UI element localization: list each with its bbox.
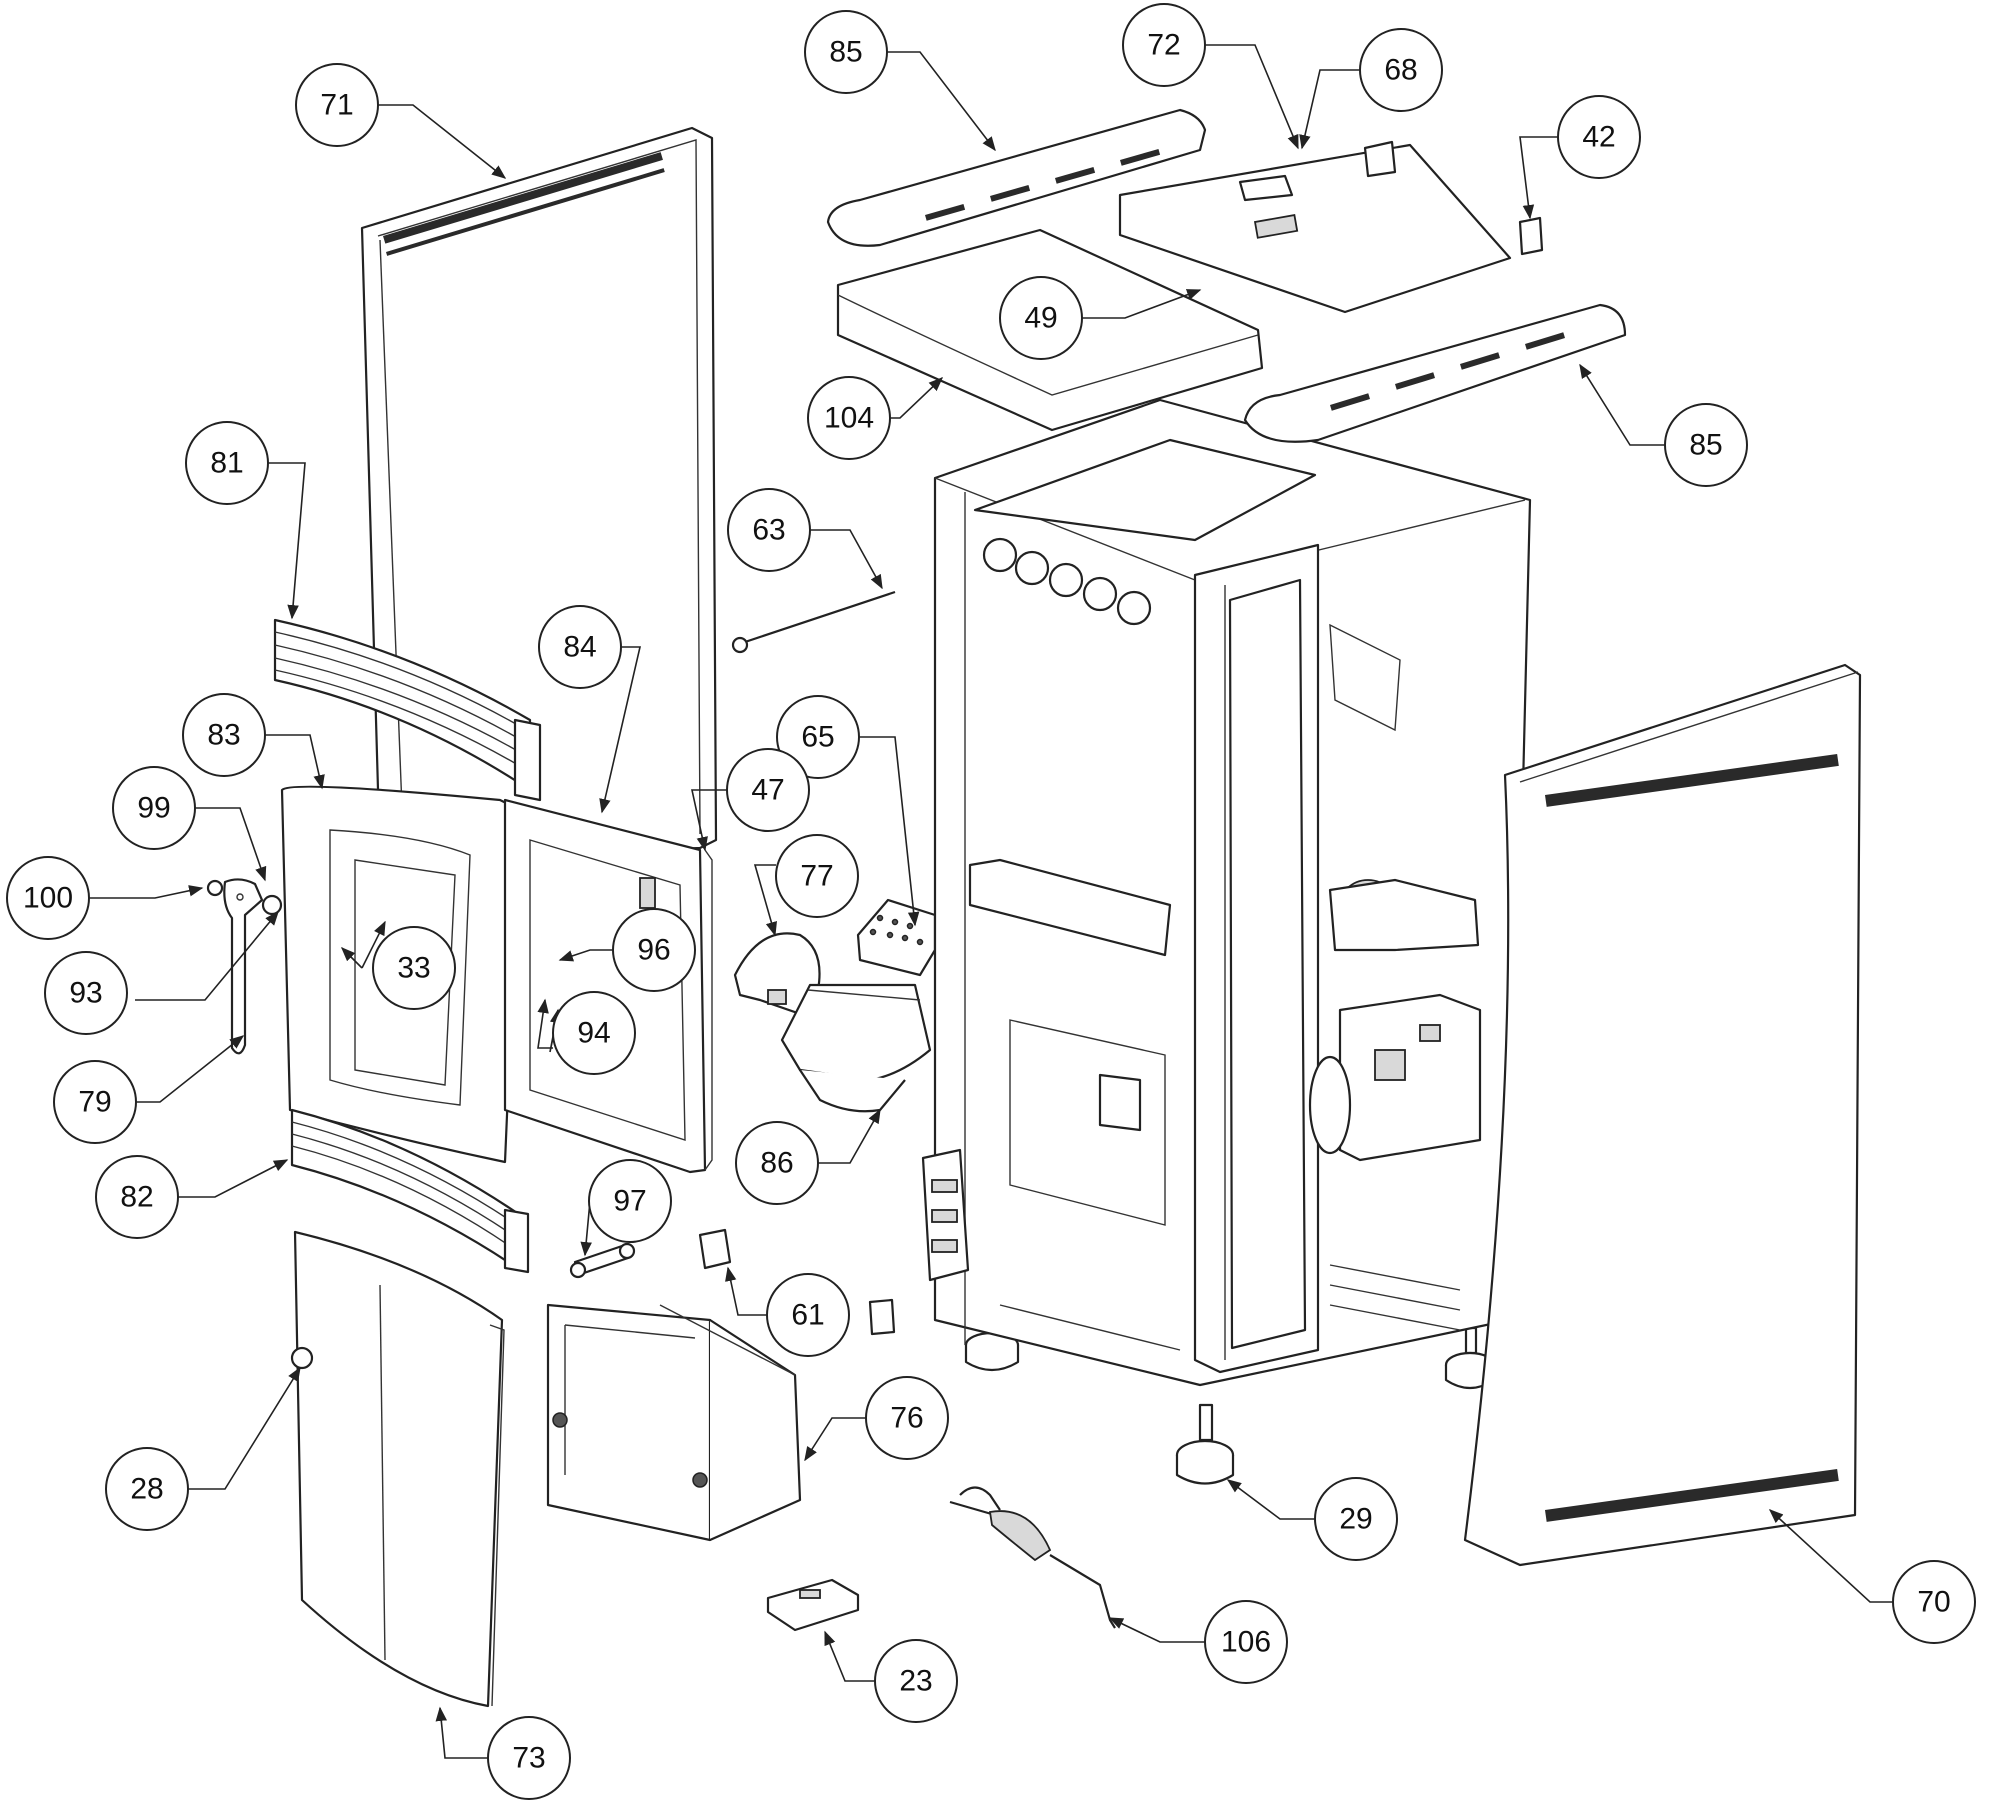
adjustable-feet [964,1303,1496,1485]
callout-100: 100 [6,856,90,940]
callout-23: 23 [874,1639,958,1723]
callout-label-70: 70 [1917,1586,1950,1619]
callout-label-71: 71 [320,89,353,122]
callout-33: 33 [372,926,456,1010]
callout-49: 49 [999,276,1083,360]
callout-label-94: 94 [577,1017,610,1050]
callout-label-106: 106 [1221,1626,1271,1659]
callout-42: 42 [1557,95,1641,179]
upper-front-grille [273,618,542,802]
leader-lines [80,44,1893,1759]
left-side-panel [360,126,718,918]
callout-76: 76 [865,1376,949,1460]
callout-93: 93 [44,951,128,1035]
callout-47: 47 [726,748,810,832]
door-handle-assembly [206,878,283,1055]
callout-72: 72 [1122,3,1206,87]
callout-label-65: 65 [801,721,834,754]
callout-label-28: 28 [130,1473,163,1506]
callout-99: 99 [112,766,196,850]
callout-label-49: 49 [1024,302,1057,335]
callout-label-86: 86 [760,1147,793,1180]
callout-106: 106 [1204,1600,1288,1684]
callout-65: 65 [776,695,860,779]
cleaning-rod-63 [731,590,896,654]
callout-label-96: 96 [637,934,670,967]
ash-drawer [546,1303,802,1542]
callout-label-33: 33 [397,952,430,985]
top-trim-left [826,108,1207,247]
callout-label-83: 83 [207,719,240,752]
hinge-pin [569,1242,636,1279]
callout-94: 94 [552,991,636,1075]
lower-front-grille [290,1108,530,1274]
callout-86: 86 [735,1121,819,1205]
callout-29: 29 [1314,1477,1398,1561]
top-lid-right [1118,140,1544,314]
callout-label-100: 100 [23,882,73,915]
callout-label-97: 97 [613,1185,646,1218]
front-lower-panel [290,1230,505,1708]
callout-label-79: 79 [78,1086,111,1119]
callout-label-84: 84 [563,631,596,664]
callout-label-85-right: 85 [1689,429,1722,462]
callout-label-77: 77 [800,860,833,893]
top-trim-right [1243,303,1627,443]
callout-81: 81 [185,421,269,505]
callout-label-61: 61 [791,1299,824,1332]
callout-63: 63 [727,488,811,572]
callout-73: 73 [487,1716,571,1800]
callout-label-29: 29 [1339,1503,1372,1536]
callout-83: 83 [182,693,266,777]
callout-label-82: 82 [120,1181,153,1214]
stove-chassis [921,398,1532,1387]
callout-70: 70 [1892,1560,1976,1644]
callout-71: 71 [295,63,379,147]
burn-pot-grate [856,898,937,977]
callout-label-85-top: 85 [829,36,862,69]
probe-cable [949,1486,1116,1629]
callout-85-right: 85 [1664,403,1748,487]
callout-82: 82 [95,1155,179,1239]
callout-label-73: 73 [512,1742,545,1775]
callout-label-23: 23 [899,1665,932,1698]
callout-label-42: 42 [1582,121,1615,154]
callout-label-68: 68 [1384,54,1417,87]
callout-label-104: 104 [824,402,874,435]
left-panel-vent-slots-top [383,152,665,256]
clip-61 [698,1228,896,1336]
callout-61: 61 [766,1273,850,1357]
callout-label-76: 76 [890,1402,923,1435]
callout-label-81: 81 [210,447,243,480]
inner-door [503,798,713,1174]
callout-label-99: 99 [137,792,170,825]
callout-28: 28 [105,1447,189,1531]
callout-68: 68 [1359,28,1443,112]
callout-label-72: 72 [1147,29,1180,62]
callout-104: 104 [807,376,891,460]
callout-96: 96 [612,908,696,992]
callout-label-93: 93 [69,977,102,1010]
callout-85-top: 85 [804,10,888,94]
callout-97: 97 [588,1159,672,1243]
burn-pot [780,983,932,1113]
callout-77: 77 [775,834,859,918]
callout-84: 84 [538,605,622,689]
callout-79: 79 [53,1060,137,1144]
right-side-panel [1463,663,1862,1567]
remote-control [766,1578,860,1632]
callout-label-47: 47 [751,774,784,807]
callout-label-63: 63 [752,514,785,547]
